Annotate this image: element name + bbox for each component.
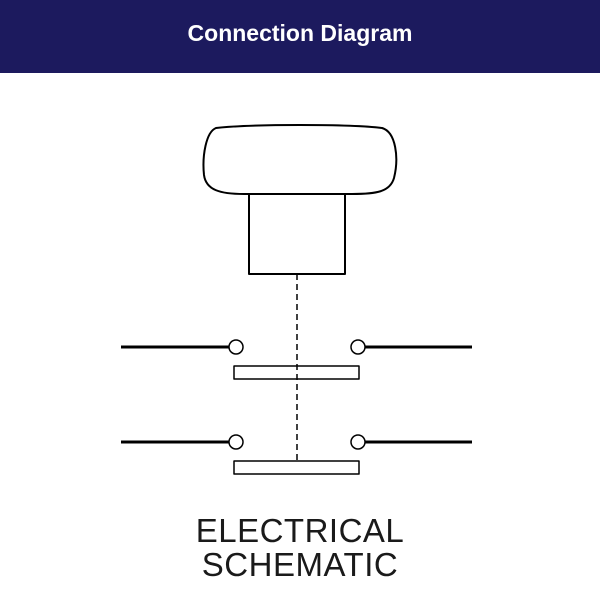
contact-1-right-terminal	[350, 339, 366, 355]
schematic-caption: ELECTRICAL SCHEMATIC	[0, 514, 600, 582]
contact-1-bridge-bar	[233, 365, 360, 380]
contact-2-right-terminal	[350, 434, 366, 450]
push-button-head-icon	[202, 124, 398, 195]
contact-2-left-terminal	[228, 434, 244, 450]
contact-1-left-terminal	[228, 339, 244, 355]
contact-2-bridge-bar	[233, 460, 360, 475]
header-banner: Connection Diagram	[0, 0, 600, 73]
caption-line-2: SCHEMATIC	[201, 546, 399, 583]
caption-line-1: ELECTRICAL	[195, 512, 405, 549]
header-title: Connection Diagram	[187, 20, 413, 46]
push-button-stem	[248, 193, 346, 275]
